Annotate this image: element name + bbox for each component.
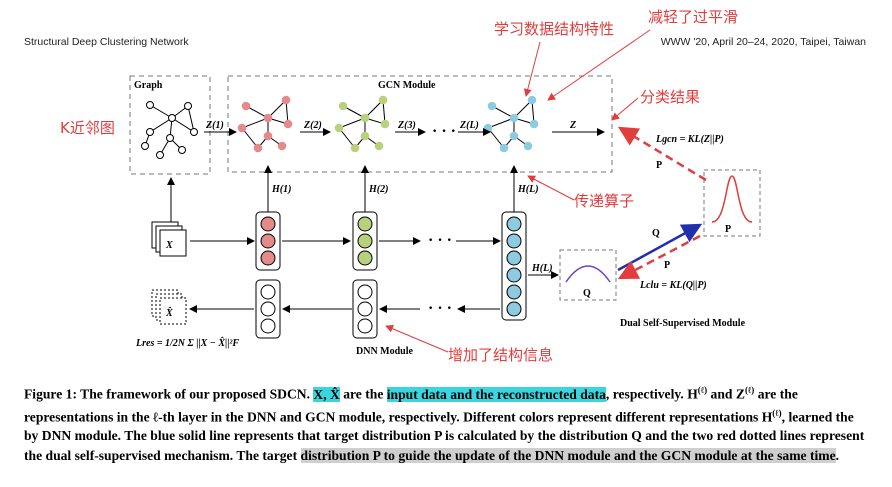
annotation-operator: 传递算子: [574, 192, 634, 210]
gcn-graph-layer-l: [483, 95, 539, 153]
graph-box: [129, 75, 211, 175]
annotation-learn: 学习数据结构特性: [494, 20, 614, 38]
figure-caption: Figure 1: The framework of our proposed …: [24, 381, 868, 465]
ellipsis-dnn-bottom: · · ·: [428, 300, 452, 317]
running-header-venue: WWW '20, April 20–24, 2020, Taipei, Taiw…: [660, 36, 866, 48]
caption-mid: are the: [339, 386, 387, 402]
l-clu-label: Lclu = KL(Q||P): [639, 280, 707, 291]
graph-title: Graph: [134, 80, 163, 91]
p-label: P: [725, 224, 731, 235]
graph-nodes: [141, 101, 198, 159]
annotation-result: 分类结果: [640, 88, 700, 106]
caption-line1-end: , respectively. H: [605, 386, 698, 402]
caption-sup-1: (ℓ): [697, 385, 708, 395]
p-arrow-label: P: [656, 160, 662, 171]
l-gcn-label: Lgcn = KL(Z||P): [655, 134, 724, 145]
x-input-stack: X: [151, 221, 187, 257]
annotation-knn: K近邻图: [60, 119, 115, 137]
z3-label: Z(3): [397, 120, 416, 131]
p-to-q-dashed-line: [617, 234, 701, 280]
z1-label: Z(1): [205, 120, 224, 131]
gcn-graph-layer-1: [237, 95, 293, 153]
hl-label: H(L): [517, 184, 539, 195]
hl-to-q-label: H(L): [531, 263, 553, 274]
dual-module-title: Dual Self-Supervised Module: [620, 318, 746, 329]
caption-highlight-2: distribution P to guide the update of th…: [300, 447, 836, 463]
dnn-decoder-1: [255, 279, 281, 339]
annotation-add-info: 增加了结构信息: [448, 346, 553, 364]
caption-sup-2: (ℓ): [744, 385, 755, 395]
caption-sup-3: (ℓ): [772, 407, 782, 418]
dnn-encoder-2: [352, 211, 378, 271]
annotation-reduce: 减轻了过平滑: [648, 8, 738, 26]
dnn-decoder-2: [352, 279, 378, 339]
gcn-layer-graphs: [237, 95, 539, 153]
z-label: Z: [569, 120, 576, 131]
caption-rest-1: are the representations in the ℓ-th laye…: [24, 386, 798, 425]
caption-and-z: and Z: [707, 386, 745, 402]
gcn-module-box: [227, 75, 613, 173]
ellipsis-gcn: · · ·: [432, 123, 456, 140]
gcn-graph-layer-2: [334, 95, 390, 153]
q-label: Q: [583, 288, 591, 299]
p-to-z-dashed-line: [617, 126, 707, 182]
dnn-bottleneck: [501, 211, 527, 321]
zl-label: Z(L): [459, 120, 479, 131]
z2-label: Z(2): [303, 120, 322, 131]
running-header-title: Structural Deep Clustering Network: [24, 36, 189, 48]
x-label: X: [165, 240, 173, 251]
p-curve: [711, 175, 753, 223]
caption-highlight-1: input data and the reconstructed data: [386, 386, 606, 402]
caption-prefix: Figure 1: The framework of our proposed …: [24, 386, 314, 402]
caption-end: .: [835, 447, 840, 463]
p-arrow2-label: P: [664, 260, 670, 271]
h2-label: H(2): [368, 184, 388, 195]
sdcn-framework-figure: Graph GCN Module Z(1) Z(2) Z(3) · · · Z(…: [60, 8, 761, 364]
h1-label: H(1): [271, 184, 291, 195]
xhat-label: X̂: [165, 306, 173, 319]
p-distribution-box: [703, 169, 761, 237]
dnn-encoder-1: [255, 211, 281, 271]
q-distribution-box: [559, 249, 617, 301]
q-curve: [565, 265, 611, 283]
l-res-label: Lres = 1/2N Σ ||X − X̂||²F: [135, 336, 239, 349]
caption-rest-2: , learned the by DNN module. The blue so…: [24, 409, 865, 463]
q-arrow-label: Q: [652, 228, 660, 239]
dnn-title: DNN Module: [356, 346, 414, 357]
xhat-output-stack: [151, 289, 187, 325]
caption-x-symbols: X, X̂: [313, 386, 340, 402]
gcn-title: GCN Module: [378, 80, 436, 91]
ellipsis-dnn-top: · · ·: [428, 232, 452, 249]
